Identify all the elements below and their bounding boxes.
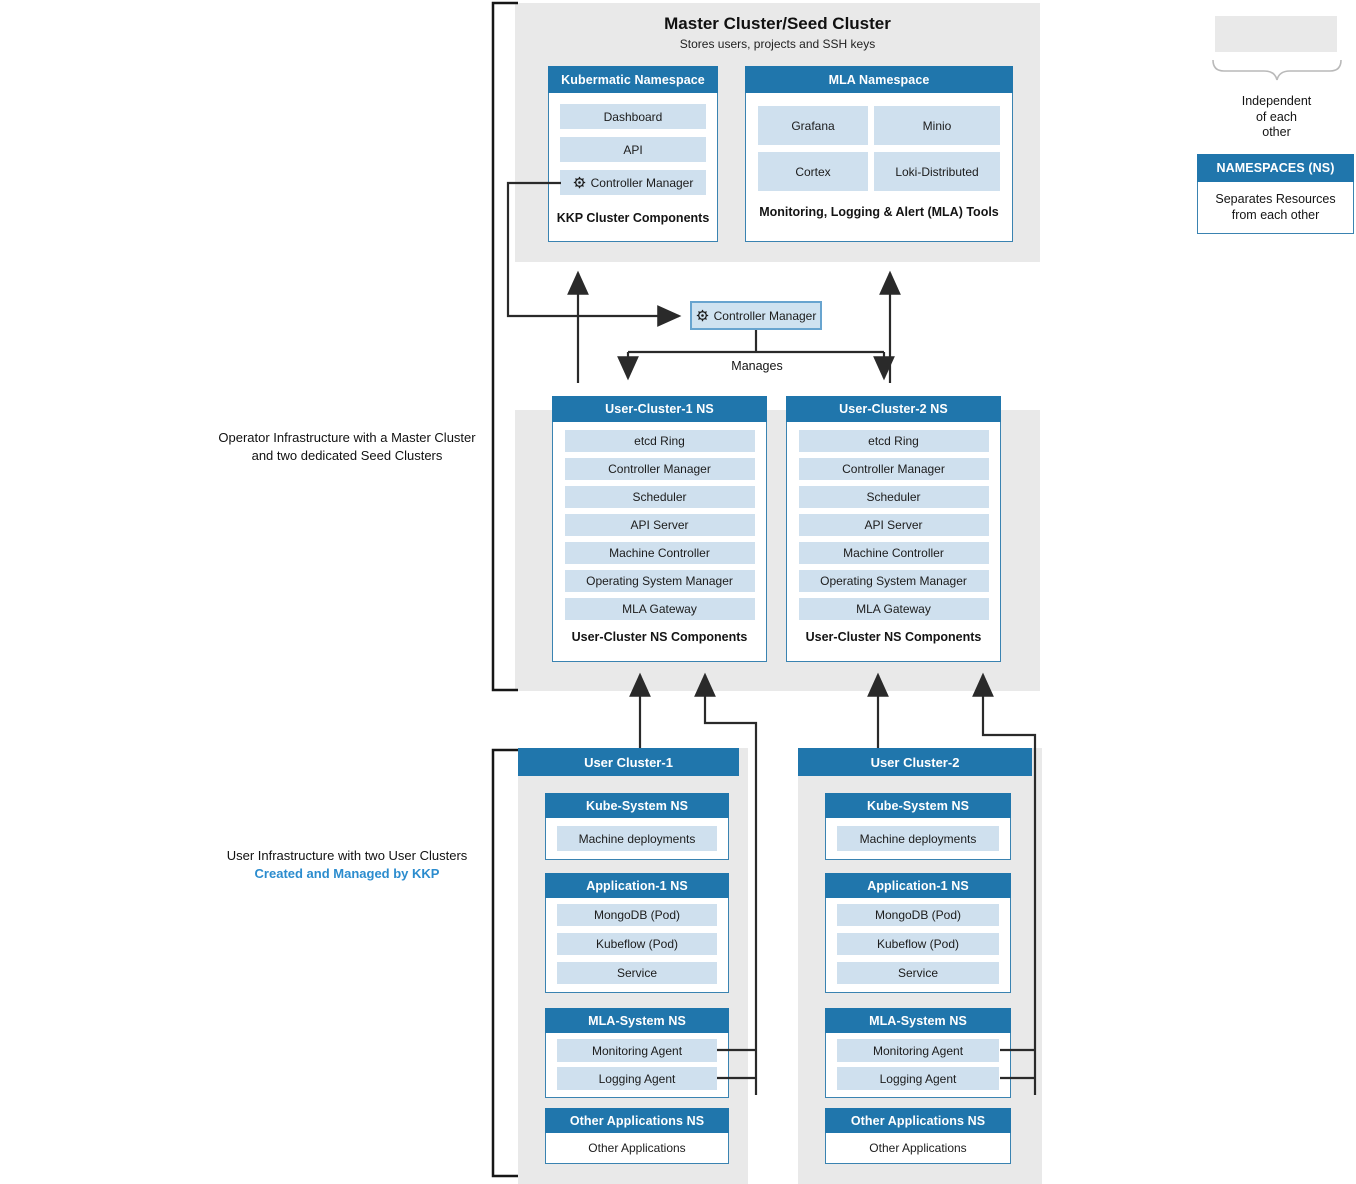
- kube-system-ns-box: Kube-System NS Machine deployments: [545, 793, 729, 860]
- namespaces-legend-box: NAMESPACES (NS) Separates Resources from…: [1197, 154, 1354, 234]
- mla-system-ns-box: MLA-System NS Monitoring Agent Logging A…: [825, 1008, 1011, 1098]
- cortex-item: Cortex: [758, 152, 868, 191]
- machine-deployments-item: Machine deployments: [557, 826, 717, 851]
- legend-note-line: Independent: [1241, 94, 1312, 108]
- mongodb-pod-item: MongoDB (Pod): [557, 904, 717, 926]
- controller-manager-item: Controller Manager: [798, 458, 989, 480]
- mla-gateway-item: MLA Gateway: [798, 598, 989, 620]
- kube-system-ns-box: Kube-System NS Machine deployments: [825, 793, 1011, 860]
- logging-agent-item: Logging Agent: [837, 1067, 999, 1090]
- user-cluster-2-ns-header: User-Cluster-2 NS: [786, 396, 1001, 422]
- kubeflow-pod-item: Kubeflow (Pod): [837, 933, 999, 955]
- user-cluster-1-ns-header: User-Cluster-1 NS: [552, 396, 767, 422]
- operating-system-manager-item: Operating System Manager: [564, 570, 755, 592]
- controller-manager-box-label: Controller Manager: [713, 308, 817, 323]
- user-bracket: [491, 748, 518, 1178]
- legend-note-line: other: [1262, 125, 1291, 140]
- operating-system-manager-item: Operating System Manager: [798, 570, 989, 592]
- namespaces-legend-header: NAMESPACES (NS): [1197, 154, 1354, 182]
- manages-label: Manages: [731, 359, 783, 373]
- gear-icon: [573, 176, 585, 189]
- legend-independent-note: Independent of each other: [1199, 94, 1354, 141]
- other-applications-ns-box: Other Applications NS Other Applications: [545, 1108, 729, 1164]
- loki-distributed-item: Loki-Distributed: [874, 152, 1000, 191]
- gear-icon: [696, 309, 708, 322]
- user-cluster-2-title: User Cluster-2: [798, 748, 1032, 776]
- user-cluster-ns-footer: User-Cluster NS Components: [805, 630, 982, 644]
- mongodb-pod-item: MongoDB (Pod): [837, 904, 999, 926]
- other-applications-item: Other Applications: [545, 1133, 729, 1164]
- machine-deployments-item: Machine deployments: [837, 826, 999, 851]
- minio-item: Minio: [874, 106, 1000, 145]
- brace-icon: [1212, 59, 1342, 81]
- monitoring-agent-item: Monitoring Agent: [837, 1039, 999, 1062]
- application-1-ns-header: Application-1 NS: [825, 873, 1011, 898]
- machine-controller-item: Machine Controller: [564, 542, 755, 564]
- mla-footer: Monitoring, Logging & Alert (MLA) Tools: [759, 205, 999, 219]
- api-server-item: API Server: [564, 514, 755, 536]
- kubeflow-pod-item: Kubeflow (Pod): [557, 933, 717, 955]
- other-applications-item: Other Applications: [825, 1133, 1011, 1164]
- etcd-ring-item: etcd Ring: [798, 430, 989, 452]
- service-item: Service: [557, 962, 717, 984]
- user-label-line2: Created and Managed by KKP: [254, 865, 440, 881]
- namespaces-legend-line: Separates Resources: [1215, 191, 1336, 206]
- monitoring-agent-item: Monitoring Agent: [557, 1039, 717, 1062]
- user-cluster-2-ns-box: User-Cluster-2 NS etcd Ring Controller M…: [786, 396, 1001, 662]
- mla-namespace-box: MLA Namespace Grafana Minio Cortex Loki-…: [745, 66, 1013, 242]
- namespaces-legend-line: from each other: [1231, 207, 1320, 222]
- operator-infrastructure-label: Operator Infrastructure with a Master Cl…: [192, 429, 502, 464]
- user-cluster-ns-footer: User-Cluster NS Components: [571, 630, 748, 644]
- other-applications-ns-header: Other Applications NS: [825, 1108, 1011, 1133]
- controller-manager-item: Controller Manager: [560, 170, 706, 195]
- legend-note-line: of each: [1255, 109, 1297, 124]
- kubermatic-namespace-box: Kubermatic Namespace Dashboard API Contr…: [548, 66, 718, 242]
- application-1-ns-box: Application-1 NS MongoDB (Pod) Kubeflow …: [825, 873, 1011, 993]
- mla-system-ns-header: MLA-System NS: [545, 1008, 729, 1033]
- grafana-item: Grafana: [758, 106, 868, 145]
- user-cluster-1-title: User Cluster-1: [518, 748, 739, 776]
- kube-system-ns-header: Kube-System NS: [545, 793, 729, 818]
- mla-system-ns-box: MLA-System NS Monitoring Agent Logging A…: [545, 1008, 729, 1098]
- machine-controller-item: Machine Controller: [798, 542, 989, 564]
- api-server-item: API Server: [798, 514, 989, 536]
- other-applications-ns-box: Other Applications NS Other Applications: [825, 1108, 1011, 1164]
- mla-namespace-header: MLA Namespace: [745, 66, 1013, 93]
- master-cluster-subtitle: Stores users, projects and SSH keys: [679, 37, 876, 51]
- legend-gray-swatch: [1215, 16, 1337, 52]
- mla-gateway-item: MLA Gateway: [564, 598, 755, 620]
- service-item: Service: [837, 962, 999, 984]
- application-1-ns-header: Application-1 NS: [545, 873, 729, 898]
- user-cluster-1-ns-box: User-Cluster-1 NS etcd Ring Controller M…: [552, 396, 767, 662]
- operator-label-line1: Operator Infrastructure with a Master Cl…: [218, 430, 476, 445]
- api-item: API: [560, 137, 706, 162]
- kube-system-ns-header: Kube-System NS: [825, 793, 1011, 818]
- logging-agent-item: Logging Agent: [557, 1067, 717, 1090]
- operator-label-line2: and two dedicated Seed Clusters: [251, 447, 443, 463]
- kubermatic-namespace-header: Kubermatic Namespace: [548, 66, 718, 93]
- controller-manager-item: Controller Manager: [564, 458, 755, 480]
- scheduler-item: Scheduler: [798, 486, 989, 508]
- master-cluster-title: Master Cluster/Seed Cluster: [664, 14, 891, 33]
- mla-system-ns-header: MLA-System NS: [825, 1008, 1011, 1033]
- user-infrastructure-label: User Infrastructure with two User Cluste…: [192, 847, 502, 882]
- etcd-ring-item: etcd Ring: [564, 430, 755, 452]
- controller-manager-box: Controller Manager: [690, 301, 822, 330]
- controller-manager-label: Controller Manager: [590, 175, 694, 190]
- user-label-line1: User Infrastructure with two User Cluste…: [226, 848, 468, 863]
- other-applications-ns-header: Other Applications NS: [545, 1108, 729, 1133]
- application-1-ns-box: Application-1 NS MongoDB (Pod) Kubeflow …: [545, 873, 729, 993]
- scheduler-item: Scheduler: [564, 486, 755, 508]
- kubermatic-footer: KKP Cluster Components: [556, 211, 710, 225]
- dashboard-item: Dashboard: [560, 104, 706, 129]
